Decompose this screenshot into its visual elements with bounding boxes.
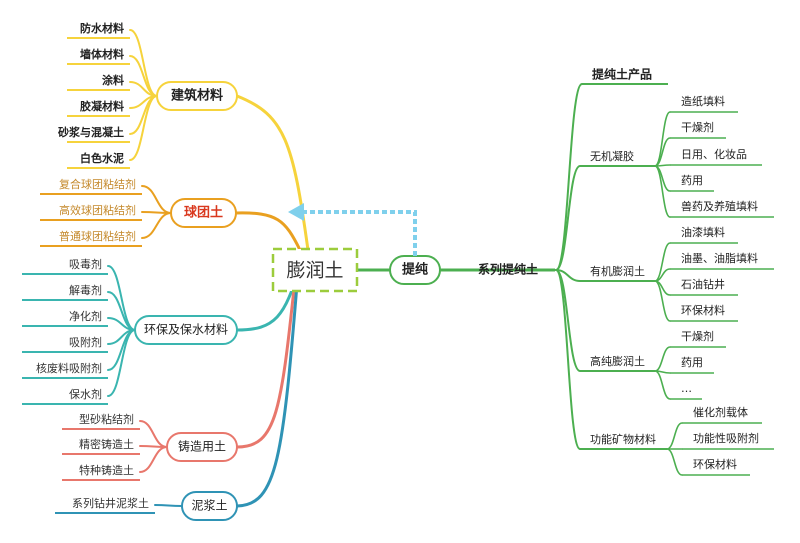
leaf-label: 油墨、油脂填料 [681, 251, 758, 265]
leaf-label: 药用 [681, 356, 703, 369]
connector-line [555, 269, 581, 450]
leaf-label: 高效球团粘结剂 [59, 203, 136, 217]
connector-line [654, 370, 671, 400]
center-node-box [271, 247, 359, 293]
return-arrow-line [300, 210, 417, 256]
connector-line [555, 269, 581, 282]
leaf-label: 环保材料 [693, 457, 737, 471]
connector-line [654, 165, 671, 218]
sub-branch-label: 功能矿物材料 [590, 432, 656, 446]
connector-line [139, 420, 168, 448]
leaf-label: 普通球团粘结剂 [59, 229, 136, 243]
return-arrow-head [288, 203, 304, 221]
connector-line [129, 95, 158, 161]
connector-line [141, 212, 172, 239]
leaf-label: 造纸填料 [681, 94, 725, 108]
connector-line [129, 29, 158, 97]
connector-line [555, 83, 583, 271]
branch-label: 铸造用土 [178, 439, 226, 454]
branch-label: 球团土 [184, 205, 223, 221]
leaf-label: 日用、化妆品 [681, 147, 747, 161]
branch-label: 泥浆土 [191, 498, 227, 513]
connector-line [555, 165, 581, 271]
leaf-label: 油漆填料 [681, 225, 725, 239]
leaf-label: 精密铸造土 [79, 437, 134, 451]
branch-label: 建筑材料 [171, 88, 223, 104]
connector-line [654, 346, 671, 372]
leaf-label: 涂料 [102, 73, 124, 87]
connector-line [107, 329, 136, 397]
branch-node-box [134, 315, 238, 345]
leaf-label: 兽药及养殖填料 [681, 199, 758, 213]
leaf-label: 石油钻井 [681, 277, 725, 291]
branch-node-box [170, 198, 237, 228]
leaf-label: 干燥剂 [681, 329, 714, 343]
leaf-label: … [681, 382, 692, 395]
purify-label: 提纯 [402, 262, 428, 278]
connector-line [139, 446, 168, 473]
leaf-label: 砂浆与混凝土 [58, 125, 124, 139]
branch-trunk [235, 270, 300, 508]
connector-line [107, 265, 136, 331]
leaf-label: 墙体材料 [80, 47, 124, 61]
connector-line [654, 280, 671, 322]
leaf-label: 保水剂 [69, 387, 102, 401]
branch-trunk [235, 94, 310, 252]
sub-branch-label: 有机膨润土 [590, 264, 645, 278]
leaf-label: 解毒剂 [69, 283, 102, 297]
leaf-label: 吸毒剂 [69, 257, 102, 271]
connector-line [666, 448, 683, 476]
leaf-label: 药用 [681, 174, 703, 187]
branch-label: 环保及保水材料 [144, 323, 228, 337]
leaf-label: 白色水泥 [80, 151, 124, 165]
series-label: 系列提纯土 [478, 262, 538, 277]
center-label: 膨润土 [286, 260, 343, 282]
leaf-label: 复合球团粘结剂 [59, 177, 136, 191]
branch-trunk [235, 268, 298, 449]
leaf-label: 干燥剂 [681, 120, 714, 134]
leaf-label: 环保材料 [681, 303, 725, 317]
connector-line [141, 185, 172, 214]
sub-branch-label: 高纯膨润土 [590, 354, 645, 368]
leaf-label: 催化剂载体 [693, 405, 748, 419]
leaf-label: 胶凝材料 [80, 99, 124, 113]
connector-line [154, 504, 183, 507]
branch-node-box [166, 432, 238, 462]
leaf-label: 特种铸造土 [79, 463, 134, 477]
leaf-label: 系列钻井泥浆土 [72, 496, 149, 510]
connector-line [666, 422, 683, 450]
leaf-label: 型砂粘结剂 [79, 412, 134, 426]
leaf-label: 净化剂 [69, 309, 102, 323]
leaf-label: 功能性吸附剂 [693, 431, 759, 445]
sub-branch-label: 提纯土产品 [592, 67, 652, 82]
branch-node-box [156, 81, 238, 111]
leaf-label: 核废料吸附剂 [36, 361, 102, 375]
leaf-label: 吸附剂 [69, 335, 102, 349]
leaf-label: 防水材料 [80, 21, 124, 35]
branch-trunk [234, 211, 302, 252]
sub-branch-label: 无机凝胶 [590, 149, 634, 163]
branch-node-box [181, 491, 238, 521]
